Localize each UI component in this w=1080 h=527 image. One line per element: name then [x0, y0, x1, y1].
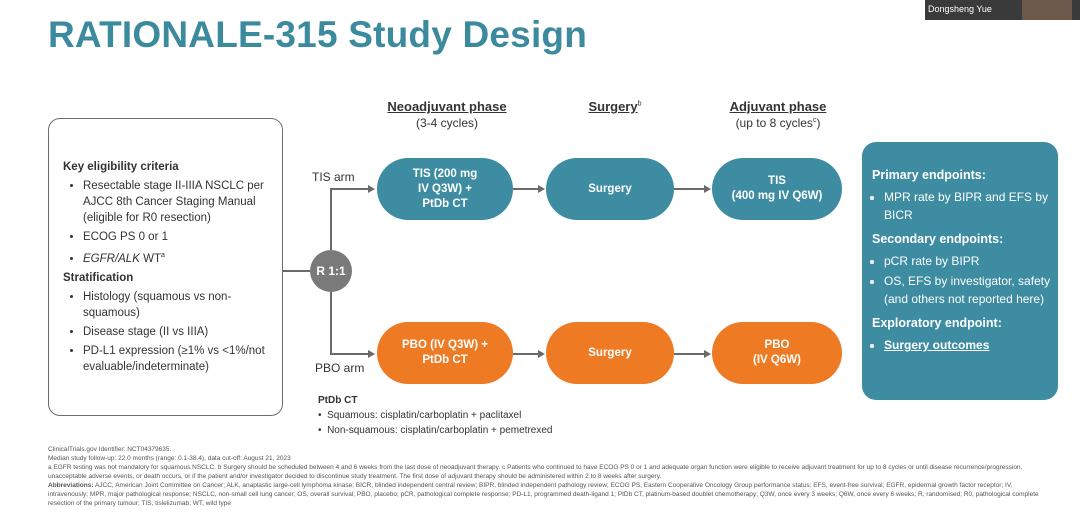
stratification-list: Histology (squamous vs non-squamous) Dis…	[63, 289, 273, 375]
wt-text: WT	[139, 252, 161, 265]
surgery-phase-title: Surgery	[588, 99, 638, 114]
tis-surgery-box: Surgery	[546, 158, 674, 220]
arrow-icon	[704, 185, 711, 193]
list-item: Surgery outcomes	[884, 336, 1054, 354]
list-item: OS, EFS by investigator, safety (and oth…	[884, 272, 1054, 308]
primary-endpoints-heading: Primary endpoints:	[872, 168, 986, 182]
tis-arm-line	[330, 188, 370, 190]
stratification-heading: Stratification	[63, 271, 134, 284]
slide-title: RATIONALE-315 Study Design	[48, 14, 588, 55]
footnote-marker: a	[160, 252, 165, 259]
list-item: Disease stage (II vs IIIA)	[83, 324, 273, 340]
ptdb-ct-heading: PtDb CT	[318, 395, 358, 406]
key-eligibility-list: Resectable stage II-IIIA NSCLC per AJCC …	[63, 178, 273, 267]
connector-line	[283, 270, 310, 272]
presenter-video	[1022, 0, 1072, 20]
list-item: Histology (squamous vs non-squamous)	[83, 289, 273, 321]
footnotes: ClinicalTrials.gov Identifier: NCT043796…	[48, 445, 1053, 508]
endpoints-box: Primary endpoints: MPR rate by BIPR and …	[862, 142, 1058, 400]
adjuvant-phase-cycles: (up to 8 cyclesc)	[735, 116, 821, 130]
neoadjuvant-phase-cycles: (3-4 cycles)	[415, 116, 478, 130]
key-eligibility-heading: Key eligibility criteria	[63, 161, 179, 173]
arrow-icon	[368, 185, 375, 193]
connector-line	[513, 188, 539, 190]
secondary-endpoints-heading: Secondary endpoints:	[872, 232, 1004, 246]
eligibility-box: Key eligibility criteria Resectable stag…	[48, 118, 283, 416]
egfr-alk-text: EGFR/ALK	[83, 252, 140, 265]
neoadjuvant-phase-title: Neoadjuvant phase	[387, 99, 507, 114]
randomization-circle: R 1:1	[310, 250, 352, 292]
presenter-name: Dongsheng Yue	[928, 4, 992, 14]
tis-arm-label: TIS arm	[312, 170, 355, 184]
exploratory-endpoint-heading: Exploratory endpoint:	[872, 316, 1002, 330]
neoadjuvant-phase-header: Neoadjuvant phase (3-4 cycles)	[372, 99, 522, 130]
ptdb-ct-item: • Non-squamous: cisplatin/carboplatin + …	[318, 425, 553, 436]
arrow-icon	[368, 350, 375, 358]
footnote-line: a EGFR testing was not mandatory for squ…	[48, 464, 1023, 480]
pbo-arm-line	[330, 353, 370, 355]
pbo-neoadjuvant-box: PBO (IV Q3W) +PtDb CT	[377, 322, 513, 384]
pbo-arm-label: PBO arm	[315, 361, 365, 375]
list-item: pCR rate by BIPR	[884, 252, 1054, 270]
tis-adjuvant-box: TIS(400 mg IV Q6W)	[712, 158, 842, 220]
arrow-icon	[538, 185, 545, 193]
webcam-thumbnail: Dongsheng Yue	[925, 0, 1080, 20]
ptdb-ct-note: PtDb CT • Squamous: cisplatin/carboplati…	[318, 393, 552, 438]
exploratory-endpoint-list: Surgery outcomes	[872, 336, 1054, 354]
tree-vertical-lower	[330, 292, 332, 354]
pbo-surgery-box: Surgery	[546, 322, 674, 384]
arrow-icon	[538, 350, 545, 358]
list-item: MPR rate by BIPR and EFS by BICR	[884, 188, 1054, 224]
list-item: EGFR/ALK WTa	[83, 248, 273, 267]
connector-line	[674, 188, 705, 190]
pbo-adjuvant-box: PBO(IV Q6W)	[712, 322, 842, 384]
adjuvant-phase-header: Adjuvant phase (up to 8 cyclesc)	[703, 99, 853, 130]
adjuvant-phase-title: Adjuvant phase	[729, 99, 827, 114]
secondary-endpoints-list: pCR rate by BIPR OS, EFS by investigator…	[872, 252, 1054, 308]
list-item: Resectable stage II-IIIA NSCLC per AJCC …	[83, 178, 273, 226]
footnote-marker: b	[637, 100, 642, 108]
footnote-line: Median study follow-up: 22.0 months (ran…	[48, 455, 291, 462]
surgery-phase-header: Surgeryb	[555, 99, 675, 114]
list-item: ECOG PS 0 or 1	[83, 229, 273, 245]
footnote-line: ClinicalTrials.gov Identifier: NCT043796…	[48, 446, 172, 453]
connector-line	[513, 353, 539, 355]
primary-endpoints-list: MPR rate by BIPR and EFS by BICR	[872, 188, 1054, 224]
list-item: PD-L1 expression (≥1% vs <1%/not evaluab…	[83, 343, 273, 375]
abbreviations: Abbreviations: AJCC, American Joint Comm…	[48, 482, 1039, 507]
tree-vertical-upper	[330, 188, 332, 250]
ptdb-ct-item: • Squamous: cisplatin/carboplatin + pacl…	[318, 410, 522, 421]
arrow-icon	[704, 350, 711, 358]
connector-line	[674, 353, 705, 355]
